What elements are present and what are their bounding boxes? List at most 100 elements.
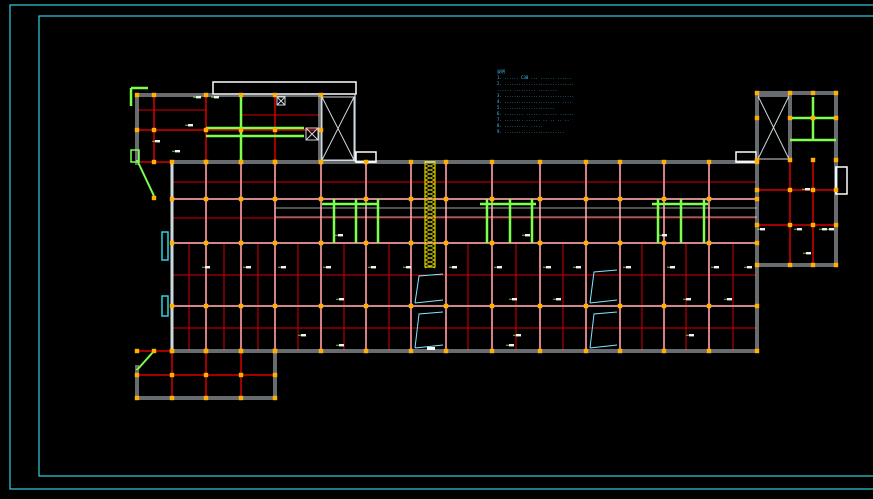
column [238, 92, 244, 98]
column [810, 157, 816, 163]
column [203, 372, 209, 378]
column [238, 372, 244, 378]
column [833, 157, 839, 163]
general-notes: 说明 1. ...... C30 ... ...... ...... 2. ..… [497, 69, 574, 135]
stair-line [589, 311, 618, 349]
column [489, 348, 495, 354]
tag-mark [214, 96, 219, 99]
hatch-line [424, 191, 436, 197]
note-line: 3. ............................. [497, 93, 575, 98]
column [617, 303, 623, 309]
column [833, 115, 839, 121]
column [169, 303, 175, 309]
hatch-line [424, 231, 436, 237]
tag-mark [670, 266, 675, 269]
green-wall [136, 159, 155, 197]
hatch-line [424, 263, 436, 269]
column [706, 196, 712, 202]
outer-frame [9, 4, 873, 490]
inner-frame [38, 15, 873, 477]
column [537, 348, 543, 354]
tag-mark [371, 266, 376, 269]
column [754, 187, 760, 193]
column [408, 348, 414, 354]
tag-mark [196, 96, 201, 99]
column [706, 159, 712, 165]
column [238, 348, 244, 354]
column [318, 196, 324, 202]
column [363, 196, 369, 202]
shaft-box [305, 127, 319, 141]
column [318, 303, 324, 309]
column [203, 395, 209, 401]
column [203, 92, 209, 98]
column [810, 262, 816, 268]
column [238, 127, 244, 133]
column [151, 127, 157, 133]
column [833, 222, 839, 228]
tag-mark [406, 266, 411, 269]
column [363, 240, 369, 246]
column [810, 187, 816, 193]
column [134, 348, 140, 354]
column [272, 303, 278, 309]
tag-mark [452, 266, 457, 269]
column [408, 196, 414, 202]
shaft-box [757, 95, 790, 160]
tag-mark [326, 266, 331, 269]
column [489, 196, 495, 202]
tag-mark [662, 234, 667, 237]
column [617, 240, 623, 246]
column [443, 303, 449, 309]
column [443, 196, 449, 202]
green-wall [136, 350, 155, 371]
cyan-mark [161, 231, 169, 261]
tag-mark [175, 150, 180, 153]
stair-line [589, 269, 618, 304]
tag-mark [301, 334, 306, 337]
column [169, 159, 175, 165]
column [754, 222, 760, 228]
column [134, 127, 140, 133]
tag-mark [509, 344, 514, 347]
column [706, 240, 712, 246]
column [754, 262, 760, 268]
column [272, 196, 278, 202]
column [408, 240, 414, 246]
tag-mark [546, 266, 551, 269]
tag-mark [205, 266, 210, 269]
tag-mark [806, 252, 811, 255]
roof-outline [212, 81, 357, 95]
column [537, 240, 543, 246]
stair-line [589, 344, 618, 349]
hatch-line [424, 175, 436, 181]
hatch-line [424, 171, 436, 177]
hatch-line [424, 215, 436, 221]
hatch-line [424, 239, 436, 245]
shaft-cross [305, 127, 319, 141]
column [754, 90, 760, 96]
tag-mark [155, 140, 160, 143]
column [489, 303, 495, 309]
hatch-line [424, 179, 436, 185]
column [489, 240, 495, 246]
column-layer [134, 90, 839, 401]
column [238, 240, 244, 246]
hatch-line [424, 163, 436, 169]
column [238, 159, 244, 165]
column [583, 196, 589, 202]
hatch-line [424, 247, 436, 253]
note-line: 7. ........ ...... .. .. .. .. [497, 117, 570, 122]
tag-mark [512, 298, 517, 301]
misc-layer [212, 81, 848, 350]
column [151, 348, 157, 354]
hatch-line [424, 223, 436, 229]
tag-mark [525, 234, 530, 237]
hatch-line [424, 235, 436, 241]
column [408, 303, 414, 309]
hatch-line [424, 251, 436, 257]
note-line: ...... ......... ........ [497, 87, 558, 92]
column [272, 395, 278, 401]
tag-mark [497, 266, 502, 269]
column [583, 159, 589, 165]
